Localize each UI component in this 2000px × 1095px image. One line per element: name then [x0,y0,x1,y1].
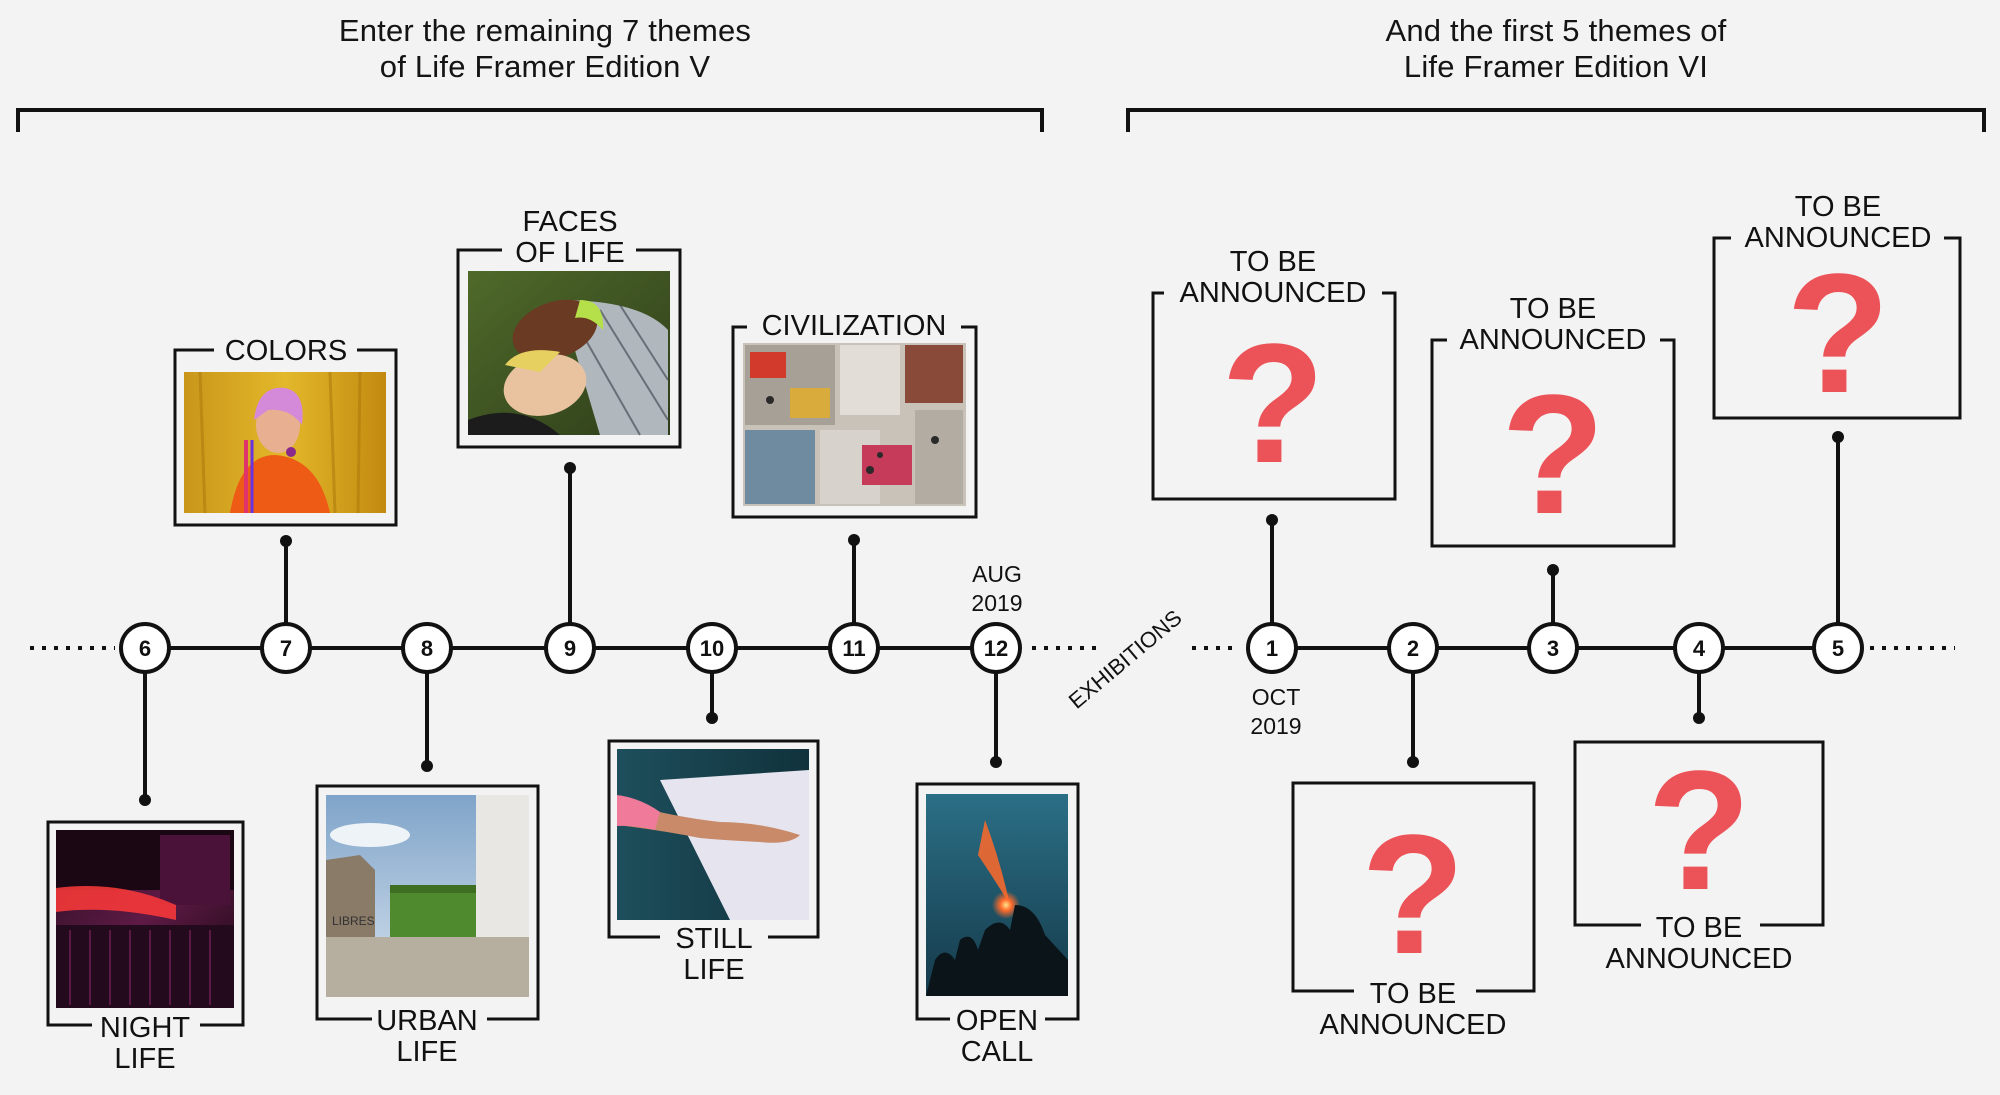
title-faces-of-life-1: FACES [522,206,617,238]
title-open-call-1: OPEN [956,1005,1038,1037]
frame-tba-5 [1712,236,1962,420]
frame-tba-1 [1151,291,1397,501]
edition-v-heading: Enter the remaining 7 themes of Life Fra… [195,13,895,85]
title-colors: COLORS [225,335,347,367]
node-number-12: 12 [984,636,1008,661]
tba-2-question-icon: ? [1361,800,1465,990]
node-numbers: 6 7 8 9 10 11 12 1 2 3 4 5 [139,636,1844,661]
title-tba-5-line2: ANNOUNCED [1745,222,1932,254]
dates: AUG 2019 OCT 2019 [971,561,1301,739]
node-number-3: 3 [1547,636,1559,661]
node-number-8: 8 [421,636,433,661]
frame-tba-2 [1291,781,1536,993]
node-number-1: 1 [1266,636,1278,661]
edition-vi-heading: And the first 5 themes of Life Framer Ed… [1206,13,1906,85]
tba-4-question-icon: ? [1647,736,1751,926]
node-number-9: 9 [564,636,576,661]
title-urban-life-1: URBAN [376,1005,478,1037]
edition-v-bracket [16,108,1044,132]
title-still-life-2: LIFE [683,954,744,986]
frame-urban-life: LIBRES [315,784,540,1021]
node-number-7: 7 [280,636,292,661]
date-oct-year: 2019 [1250,713,1301,739]
frame-civilization [731,325,978,519]
title-night-life-1: NIGHT [100,1012,191,1044]
title-tba-3-line2: ANNOUNCED [1460,324,1647,356]
node-circles [119,622,1864,674]
edition-vi-heading-line1: And the first 5 themes of [1385,13,1727,48]
title-tba-4-line1: TO BE [1656,912,1743,944]
edition-vi-heading-line2: Life Framer Edition VI [1403,49,1709,84]
theme-titles: NIGHT LIFE COLORS URBAN LIFE FACES OF LI… [100,191,1932,1075]
question-marks: ? ? ? ? ? [1221,239,1890,990]
date-aug-year: 2019 [971,590,1022,616]
node-number-11: 11 [842,636,865,661]
node-number-4: 4 [1693,636,1706,661]
frame-night-life [46,820,245,1027]
node-number-6: 6 [139,636,151,661]
frame-faces-of-life [456,248,682,449]
title-tba-4-line2: ANNOUNCED [1606,943,1793,975]
title-night-life-2: LIFE [114,1043,175,1075]
svg-text:LIBRES: LIBRES [332,914,375,928]
title-tba-2-line1: TO BE [1370,978,1457,1010]
date-oct-month: OCT [1252,684,1301,710]
title-tba-5-line1: TO BE [1795,191,1882,223]
title-civilization: CIVILIZATION [762,310,947,342]
title-tba-3-line1: TO BE [1510,293,1597,325]
node-number-10: 10 [700,636,724,661]
tba-3-question-icon: ? [1501,360,1605,550]
title-still-life-1: STILL [675,923,752,955]
tba-1-question-icon: ? [1221,309,1325,499]
frame-tba-3 [1430,338,1676,548]
title-open-call-2: CALL [961,1036,1034,1068]
node-number-2: 2 [1407,636,1419,661]
title-tba-1-line1: TO BE [1230,246,1317,278]
date-aug-month: AUG [972,561,1022,587]
title-faces-of-life-2: OF LIFE [515,237,625,269]
frame-colors [173,348,398,527]
frame-open-call [915,782,1080,1021]
title-urban-life-2: LIFE [396,1036,457,1068]
edition-vi-bracket [1126,108,1986,132]
edition-v-heading-line2: of Life Framer Edition V [379,49,711,84]
connectors [143,437,1840,800]
node-number-5: 5 [1832,636,1844,661]
exhibitions-label: EXHIBITIONS [1064,605,1187,714]
title-tba-1-line2: ANNOUNCED [1180,277,1367,309]
frame-tba-4 [1573,740,1825,927]
title-tba-2-line2: ANNOUNCED [1320,1009,1507,1041]
tba-5-question-icon: ? [1786,239,1890,429]
edition-v-heading-line1: Enter the remaining 7 themes [338,13,752,48]
frame-still-life [607,739,820,939]
connector-dots [139,431,1844,806]
